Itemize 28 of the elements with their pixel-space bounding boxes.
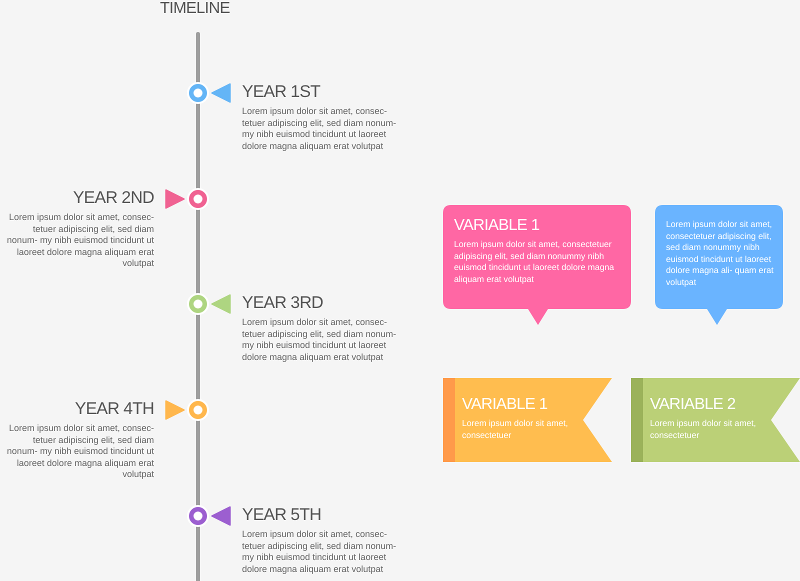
description-text: Lorem ipsum dolor sit amet, consec- tetuer adipiscing elit, sed diam nonum- my nibh euismod tincidunt ut laoreet dolore magna aliquam erat volutpat [242, 106, 398, 152]
variable-heading: VARIABLE 1 [454, 217, 540, 235]
year-heading: YEAR 1ST [242, 82, 322, 102]
description-text: Lorem ipsum dolor sit amet, consec- tetuer adipiscing elit, sed diam nonum- my nibh euismod tincidunt ut laoreet dolore magna aliquam erat volutpat [6, 423, 154, 480]
pointer-arrow [165, 189, 185, 209]
description-text: Lorem ipsum dolor sit amet, consec- tetuer adipiscing elit, sed diam nonum- my nibh euismod tincidunt ut laoreet dolore magna aliquam erat volutpat [242, 529, 398, 575]
variable-heading: VARIABLE 1 [462, 396, 548, 414]
variable-heading: VARIABLE 2 [650, 396, 736, 414]
timeline-marker [187, 188, 209, 210]
description-text: Lorem ipsum dolor sit amet, consectetuer [462, 418, 570, 441]
pointer-arrow [211, 506, 231, 526]
timeline-marker [187, 399, 209, 421]
timeline-title: TIMELINE [160, 0, 230, 18]
timeline-marker [187, 293, 209, 315]
year-heading: YEAR 5TH [242, 505, 322, 525]
pointer-arrow [211, 294, 231, 314]
year-heading: YEAR 2ND [72, 188, 154, 208]
pointer-arrow [211, 83, 231, 103]
year-heading: YEAR 4TH [74, 399, 154, 419]
timeline-marker [187, 82, 209, 104]
description-text: Lorem ipsum dolor sit amet, consectetuer adipiscing elit, sed diam nonummy nibh euismod tincidunt ut laoreet dolore magna aliquam erat volutpat [454, 239, 616, 285]
description-text: Lorem ipsum dolor sit amet, consectetuer [650, 418, 758, 441]
pointer-arrow [165, 400, 185, 420]
year-heading: YEAR 3RD [242, 293, 324, 313]
timeline-marker [187, 505, 209, 527]
description-text: Lorem ipsum dolor sit amet, consectetuer adipiscing elit, sed diam nonummy nibh euismod tincidunt ut laoreet dolore magna ali- quam erat volutpat [666, 219, 774, 288]
description-text: Lorem ipsum dolor sit amet, consec- tetuer adipiscing elit, sed diam nonum- my nibh euismod tincidunt ut laoreet dolore magna aliquam erat volutpat [6, 212, 154, 270]
description-text: Lorem ipsum dolor sit amet, consec- tetuer adipiscing elit, sed diam nonum- my nibh euismod tincidunt ut laoreet dolore magna aliquam erat volutpat [242, 317, 398, 363]
